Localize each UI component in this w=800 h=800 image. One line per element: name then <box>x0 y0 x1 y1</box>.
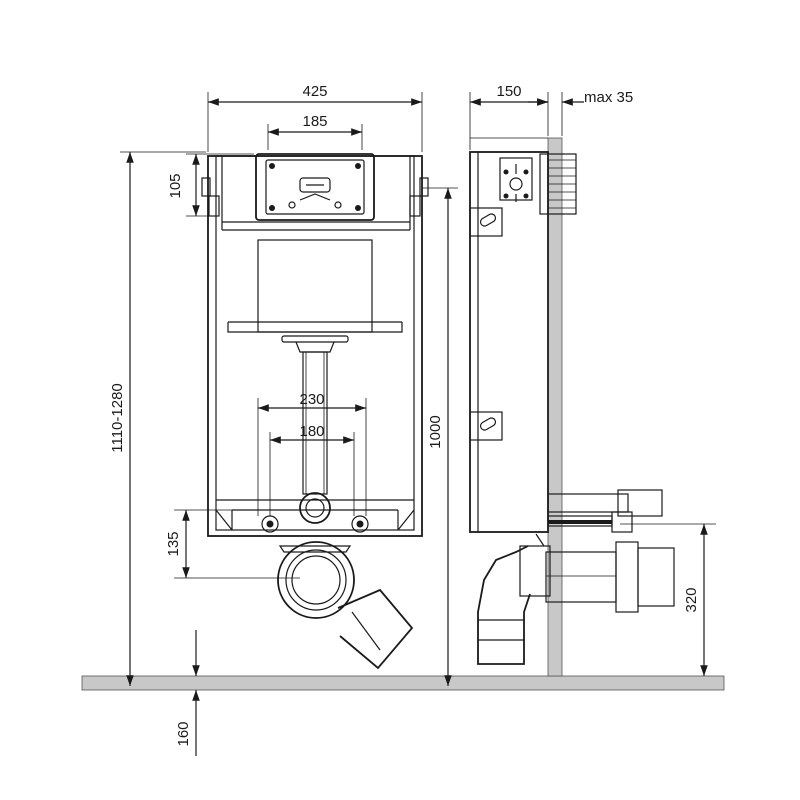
label-1110-1280: 1110-1280 <box>109 383 126 453</box>
front-view-frame <box>201 153 429 537</box>
dim-outlet-height: 135 <box>165 509 300 579</box>
drain-side <box>477 533 675 665</box>
label-max-35: max 35 <box>584 89 633 106</box>
label-150: 150 <box>496 83 521 100</box>
dim-bolts-outer: 230 <box>257 391 367 516</box>
dim-plate-height: 105 <box>167 153 254 217</box>
label-425: 425 <box>302 83 327 100</box>
floor-slab <box>81 675 725 691</box>
drain-bend-front <box>277 541 414 670</box>
label-1000: 1000 <box>427 415 444 448</box>
dim-drain-height: 320 <box>620 523 716 676</box>
side-view-frame <box>469 151 663 533</box>
dim-plate-width: 185 <box>267 113 363 150</box>
label-320: 320 <box>683 587 700 612</box>
dim-bolts-inner: 180 <box>269 423 355 516</box>
dim-frame-width: 425 <box>207 83 423 152</box>
dim-floor-offset: 160 <box>175 630 200 756</box>
label-230: 230 <box>299 391 324 408</box>
label-135: 135 <box>165 531 182 556</box>
dim-frame-height: 1000 <box>422 187 458 686</box>
label-180: 180 <box>299 423 324 440</box>
dim-wall-offset: max 35 <box>528 89 633 136</box>
label-160: 160 <box>175 721 192 746</box>
label-185: 185 <box>302 113 327 130</box>
label-105: 105 <box>167 173 184 198</box>
dim-total-height: 1110-1280 <box>109 151 206 686</box>
dim-depth: 150 <box>469 83 549 150</box>
